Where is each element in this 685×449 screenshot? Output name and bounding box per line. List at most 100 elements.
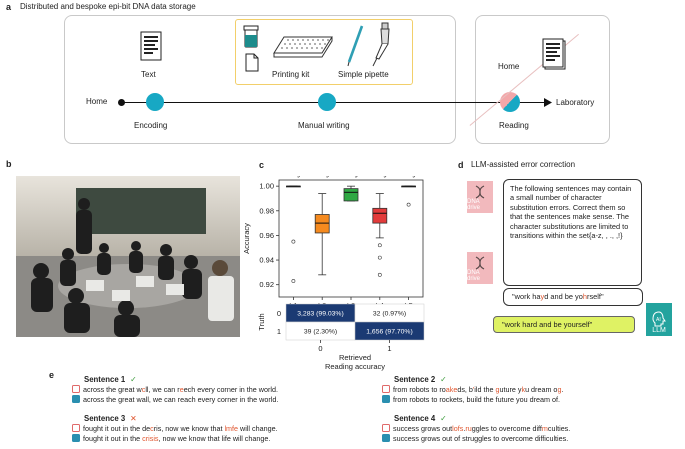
table-x-label: Retrieved	[339, 353, 371, 362]
llm-label: LLM	[652, 327, 666, 334]
box-outlier	[291, 239, 296, 244]
query-bubble: "work hayd and be yohrself"	[503, 288, 643, 306]
writing-step-dot	[318, 93, 336, 111]
text-document-icon	[140, 31, 162, 61]
sentence-text: , now we know that life will change.	[158, 434, 271, 443]
pipette-icon	[372, 22, 390, 67]
y-tick-label: 1.00	[259, 182, 274, 191]
top-percent-label: 99.48%	[352, 176, 379, 180]
error-text: lmfe	[224, 424, 239, 433]
query-part: d and be yo	[544, 292, 583, 301]
table-y-label: Truth	[257, 313, 266, 330]
raw-output-line: fought it out in the decris, now we know…	[72, 424, 278, 434]
check-icon: ✓	[440, 375, 447, 384]
accuracy-boxplot: 1.000.980.960.940.92Accuracy99.18%L196.7…	[242, 159, 436, 371]
dna-drive-bottom: DNA drive	[467, 252, 493, 284]
sentence-text: from robots to ro	[393, 385, 446, 394]
printing-kit-icon	[273, 36, 333, 58]
error-text: c	[150, 424, 154, 433]
llm-corrected-icon	[72, 395, 80, 403]
raw-read-icon	[72, 424, 80, 432]
error-text: c	[141, 385, 146, 394]
sentence-text: across the great wall, we can reach ever…	[83, 395, 279, 404]
raw-read-icon	[382, 424, 390, 432]
y-tick-label: 0.92	[259, 280, 274, 289]
corrected-output-line: from robots to rockets, build the future…	[382, 395, 563, 405]
svg-text:AI: AI	[656, 317, 661, 323]
sentence-text: uture y	[499, 385, 522, 394]
raw-output-line: from robots to roakeds, b'ild the guture…	[382, 385, 563, 395]
reading-label: Reading	[499, 121, 529, 130]
sentence-text: .	[561, 385, 564, 394]
box-l2	[314, 214, 330, 234]
retrieved-document-icon	[542, 38, 566, 70]
raw-read-icon	[382, 385, 390, 393]
sentence-text: success grows out of struggles to overco…	[393, 434, 569, 443]
answer-bubble: "work hard and be yourself"	[493, 316, 635, 333]
encoding-step-dot	[146, 93, 164, 111]
llm-corrected-icon	[382, 395, 390, 403]
cross-icon: ✕	[130, 414, 137, 423]
dna-drive-top: DNA drive	[467, 181, 493, 213]
box-outlier	[377, 255, 382, 260]
top-percent-label: 99.18%	[294, 176, 321, 180]
panel-b-label: b	[6, 159, 12, 169]
y-tick-label: 0.98	[259, 206, 274, 215]
sentence-text: ggles to overcome diff	[471, 424, 542, 433]
sentence-text: across the great w	[83, 385, 142, 394]
error-text: ake	[445, 385, 458, 394]
query-part: "work ha	[512, 292, 541, 301]
raw-output-line: across the great wcll, we can reech ever…	[72, 385, 278, 395]
dna-drive-label-bottom: DNA drive	[467, 270, 481, 282]
encoding-label: Encoding	[134, 121, 168, 130]
dna-drive-label-top: DNA drive	[467, 199, 481, 211]
llm-badge: AI LLM	[646, 303, 672, 336]
sentence-title: Sentence 2✓	[382, 374, 563, 385]
table-col-label: 1	[387, 344, 391, 353]
sentence-text: will change.	[238, 424, 278, 433]
query-part: rself"	[586, 292, 604, 301]
query-error-char: y	[540, 292, 545, 301]
y-axis-label: Accuracy	[242, 223, 251, 254]
box-outlier	[377, 272, 382, 277]
error-text: ru	[465, 424, 472, 433]
table-cell-value: 39 (2.30%)	[304, 329, 337, 336]
panel-a-title: Distributed and bespoke epi-bit DNA data…	[20, 2, 196, 11]
sentence-text: culties.	[547, 424, 571, 433]
panel-c-label: c	[259, 160, 265, 170]
printing-kit-label: Printing kit	[272, 70, 310, 79]
top-percent-label: 96.76%	[323, 176, 350, 180]
error-text: g	[495, 385, 500, 394]
sentence-text: .	[463, 424, 466, 433]
box-outlier	[377, 243, 382, 248]
pipette-label: Simple pipette	[338, 70, 389, 79]
panel-d-title: LLM-assisted error correction	[471, 160, 576, 169]
check-icon: ✓	[130, 375, 137, 384]
corrected-output-line: across the great wall, we can reach ever…	[72, 395, 278, 405]
dna-helix-icon	[475, 185, 485, 199]
sentence-text: ris, now we know that	[153, 424, 225, 433]
error-text: e	[179, 385, 184, 394]
llm-corrected-icon	[72, 434, 80, 442]
sentence-title-text: Sentence 1	[84, 375, 126, 384]
sentence-title: Sentence 3✕	[72, 413, 278, 424]
raw-output-line: success grows outlofs.ruggles to overcom…	[382, 424, 570, 434]
sentence-block: Sentence 4✓success grows outlofs.ruggles…	[382, 413, 570, 444]
ink-tube-icon	[243, 25, 259, 48]
error-text: crisis	[142, 434, 159, 443]
sentence-text: ild the	[474, 385, 496, 394]
home-left-label: Home	[86, 97, 108, 106]
laboratory-label: Laboratory	[556, 98, 595, 107]
sentence-text: ds, b	[457, 385, 473, 394]
table-row-label: 1	[277, 327, 281, 336]
table-row-label: 0	[277, 309, 281, 318]
panel-d-label: d	[458, 160, 464, 170]
error-text: m	[541, 424, 548, 433]
paper-icon	[245, 53, 259, 72]
sentence-title: Sentence 4✓	[382, 413, 570, 424]
table-title: Reading accuracy	[325, 362, 385, 371]
top-percent-label: 99.90%	[409, 176, 436, 180]
pen-icon	[347, 25, 364, 67]
sentence-text: fought it out in the de	[83, 424, 151, 433]
classroom-photo	[16, 176, 240, 337]
